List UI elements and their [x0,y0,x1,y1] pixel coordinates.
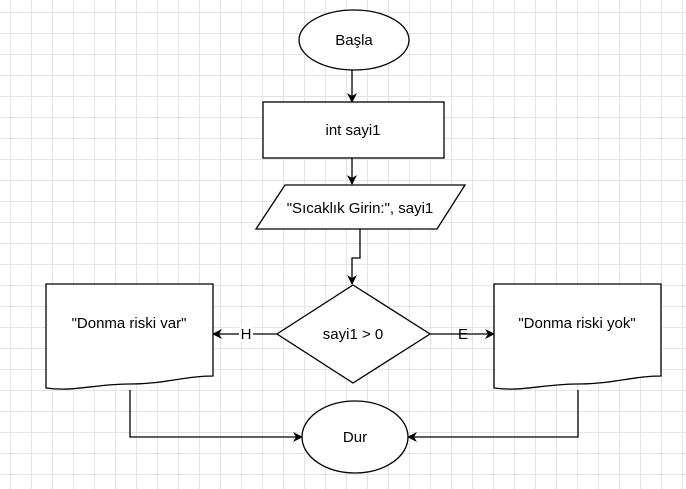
declare-process [262,101,445,159]
yes-branch-label: E [458,326,468,343]
decision-diamond [275,284,432,384]
start-label: Başla [335,32,373,49]
edge-no-output-to-end [129,390,303,442]
declare-label: int sayi1 [325,122,380,139]
no-branch-label: H [241,326,252,343]
output-document-yes [493,283,662,390]
end-terminal [301,400,409,474]
output-document-no [45,283,214,390]
start-terminal [298,9,410,71]
edge-yes-output-to-end [407,390,579,442]
edge-input-to-decision [347,229,361,285]
output-yes-label: "Donma riski yok" [518,315,635,332]
decision-label: sayi1 > 0 [323,326,383,343]
input-parallelogram [254,184,467,230]
input-label: "Sıcaklık Girin:", sayi1 [287,200,434,217]
end-label: Dur [343,429,367,446]
output-no-label: "Donma riski var" [72,315,187,332]
no-branch-label-bg [239,326,253,342]
